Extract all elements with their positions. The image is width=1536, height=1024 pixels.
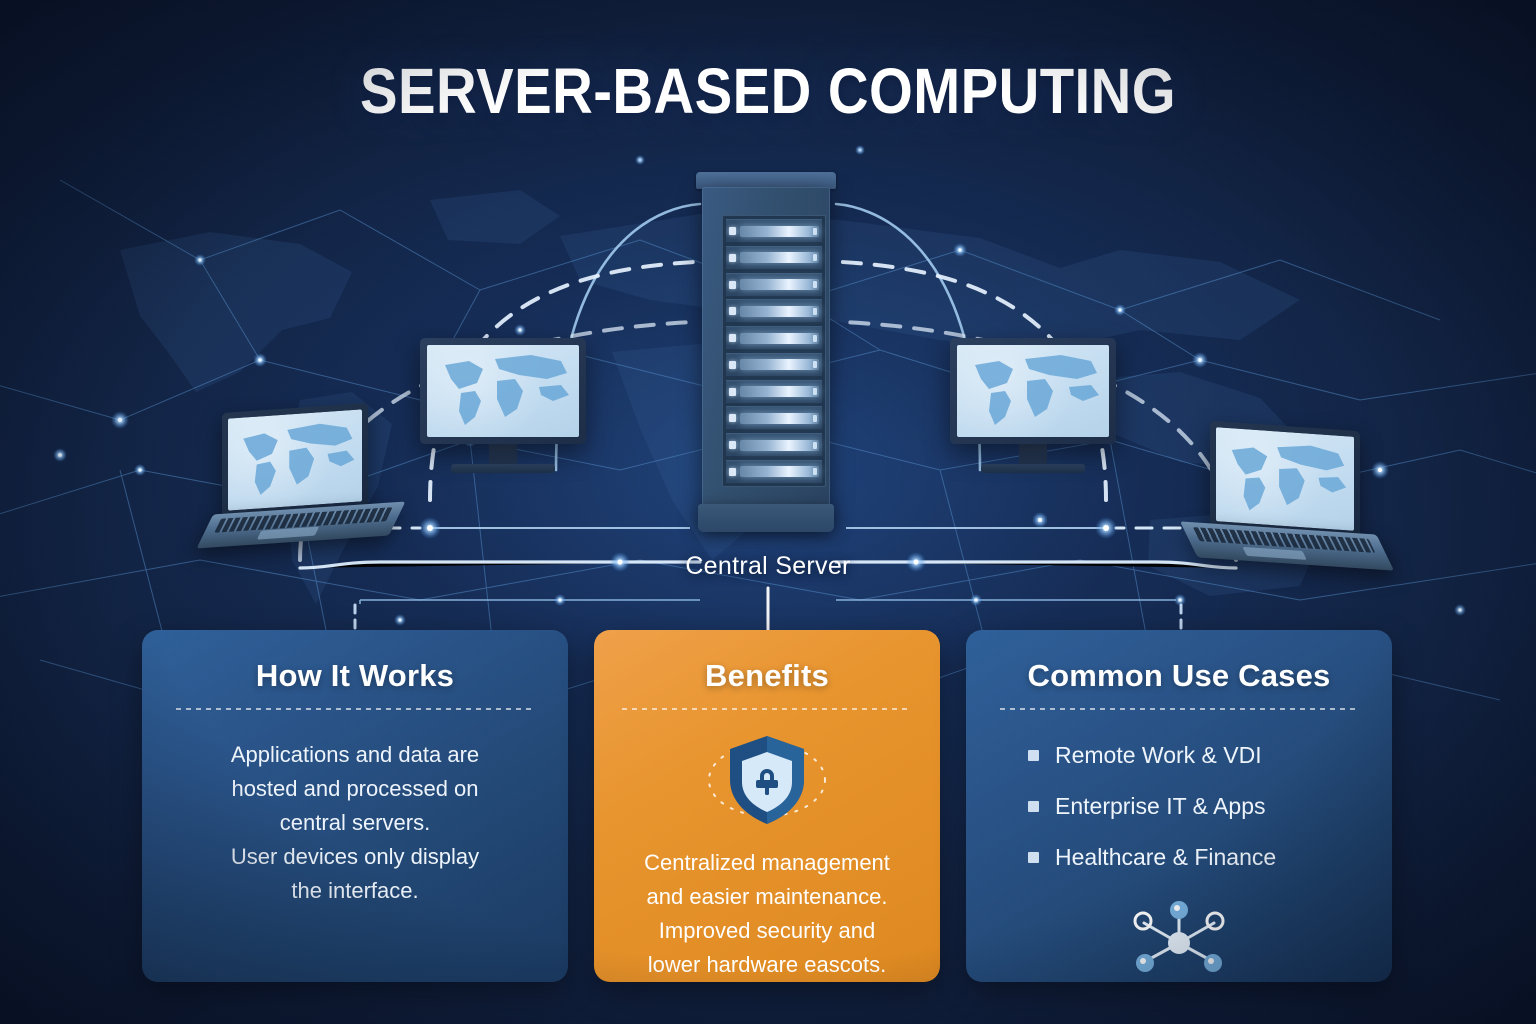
network-hub-icon	[1120, 897, 1238, 973]
card-benefits-line: Improved security and	[658, 918, 876, 944]
server-bay	[726, 433, 822, 457]
card-benefits-title: Benefits	[705, 658, 829, 693]
server-bay-indicator	[740, 279, 819, 291]
server-bay-led	[729, 280, 736, 289]
server-rack-base	[698, 504, 834, 532]
card-benefits[interactable]: Benefits Centrali	[594, 630, 940, 982]
list-item[interactable]: Healthcare & Finance	[1028, 846, 1392, 869]
list-item[interactable]: Remote Work & VDI	[1028, 744, 1392, 767]
server-bay-led	[729, 360, 736, 369]
server-bay	[726, 406, 822, 430]
server-bay-led	[729, 387, 736, 396]
bullet-square-icon	[1028, 801, 1039, 812]
server-bay-indicator	[740, 252, 819, 264]
server-bay-indicator	[740, 305, 819, 317]
server-bay-led	[729, 441, 736, 450]
list-item[interactable]: Enterprise IT & Apps	[1028, 795, 1392, 818]
card-benefits-divider	[621, 708, 913, 710]
info-cards: How It Works Applications and data are h…	[0, 630, 1536, 982]
card-how-title: How It Works	[255, 658, 455, 693]
server-bay	[726, 299, 822, 323]
laptop-left-screen	[228, 409, 362, 511]
card-benefits-line: and easier maintenance.	[646, 884, 888, 910]
server-bay	[726, 379, 822, 403]
list-item-label: Healthcare & Finance	[1055, 844, 1277, 870]
server-bay-indicator	[740, 466, 819, 478]
card-how-line: the interface.	[291, 878, 419, 904]
card-how-body: Applications and data are hosted and pro…	[142, 710, 568, 908]
laptop-left	[196, 402, 406, 549]
server-rack	[694, 172, 838, 532]
server-bay	[726, 459, 822, 483]
server-bay-led	[729, 227, 736, 235]
server-bay-indicator	[740, 386, 819, 398]
server-bay-indicator	[740, 439, 819, 451]
central-server-label: Central Server	[685, 552, 851, 580]
server-rack-body	[702, 187, 830, 517]
bullet-square-icon	[1028, 750, 1039, 761]
list-item-label: Enterprise IT & Apps	[1055, 793, 1266, 819]
server-bay-led	[729, 253, 736, 262]
laptop-right-screen	[1216, 427, 1354, 531]
server-bay	[726, 326, 822, 350]
server-bay-indicator	[740, 225, 819, 237]
shield-lock-icon	[692, 728, 842, 832]
server-bay	[726, 272, 822, 296]
monitor-right-screen	[957, 345, 1109, 437]
server-bay	[726, 352, 822, 376]
card-use-cases[interactable]: Common Use Cases Remote Work & VDI Enter…	[966, 630, 1392, 982]
server-bay	[726, 245, 822, 269]
card-benefits-body: Centralized management and easier mainte…	[594, 832, 940, 982]
laptop-right	[1179, 420, 1395, 572]
server-bay	[726, 219, 822, 242]
server-bay-led	[729, 307, 736, 316]
list-item-label: Remote Work & VDI	[1055, 742, 1262, 768]
bullet-square-icon	[1028, 852, 1039, 863]
server-bay-led	[729, 414, 736, 423]
monitor-left	[420, 338, 586, 478]
card-how-line: User devices only display	[230, 844, 480, 870]
server-bay-indicator	[740, 412, 819, 424]
card-use-cases-title: Common Use Cases	[1027, 658, 1331, 693]
card-how-it-works[interactable]: How It Works Applications and data are h…	[142, 630, 568, 982]
use-cases-list: Remote Work & VDI Enterprise IT & Apps H…	[966, 710, 1392, 869]
card-benefits-line: Centralized management	[644, 850, 890, 875]
monitor-left-screen	[427, 345, 579, 437]
server-bay-led	[729, 334, 736, 343]
monitor-right	[950, 338, 1116, 478]
card-how-line: hosted and processed on	[231, 776, 479, 802]
server-bay-indicator	[740, 332, 819, 344]
card-how-line: central servers.	[279, 810, 431, 836]
card-benefits-line: lower hardware eascots.	[647, 952, 887, 978]
server-bay-indicator	[740, 359, 819, 371]
card-how-line: Applications and data are	[230, 742, 480, 767]
server-rack-bays	[722, 215, 826, 487]
server-bay-led	[729, 467, 736, 476]
